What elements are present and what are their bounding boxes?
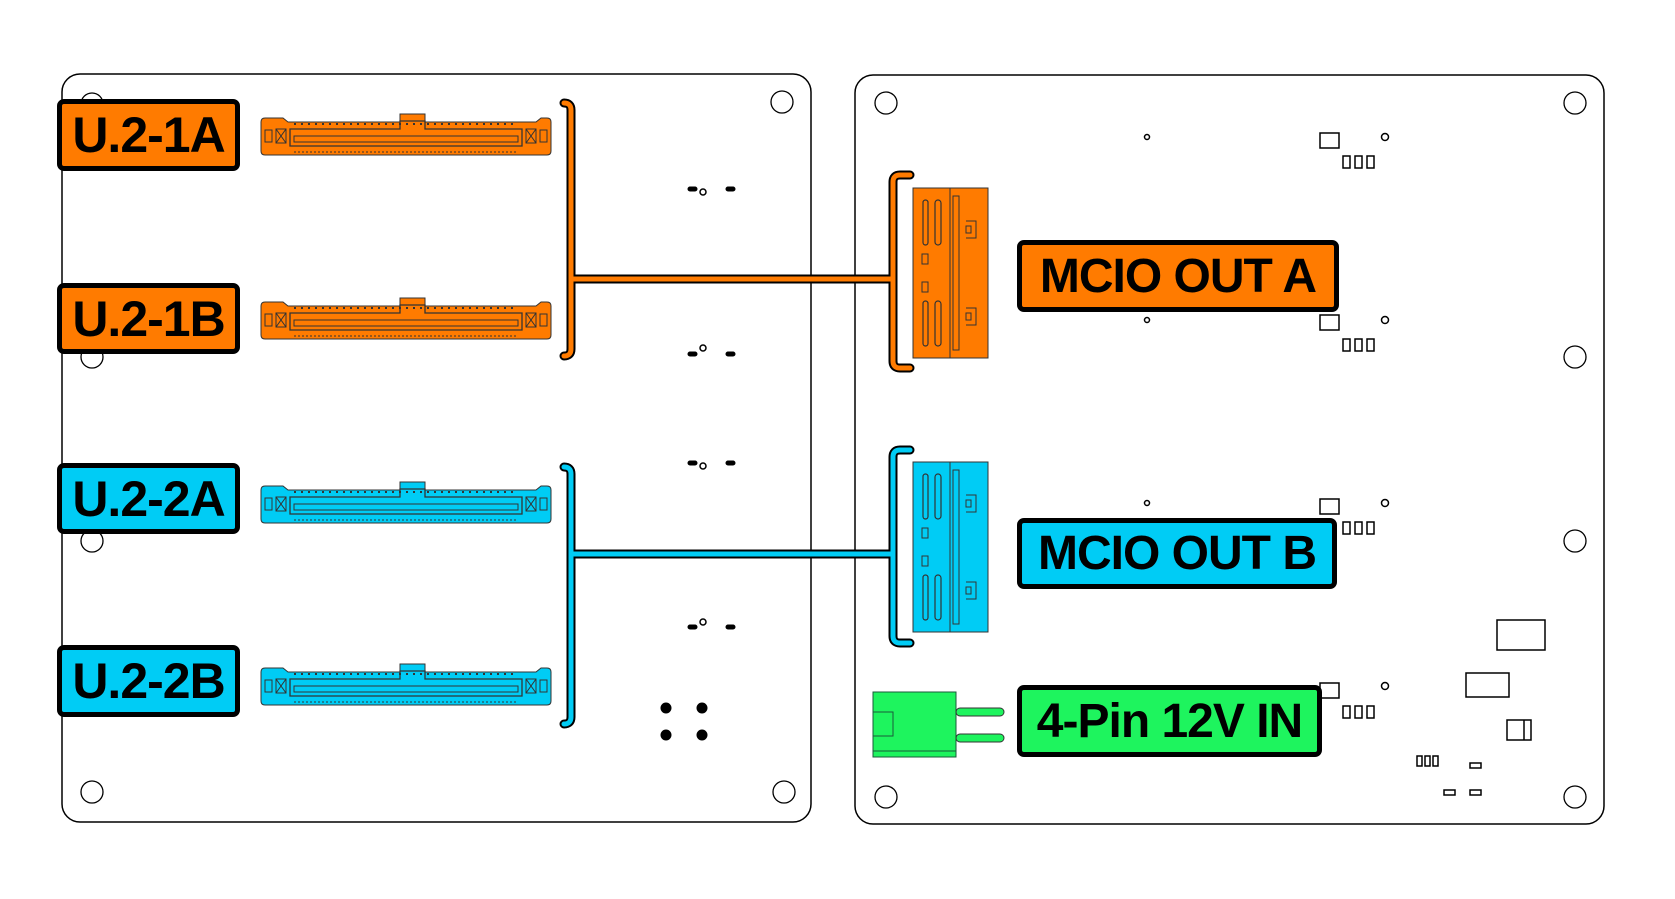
cable-group-a	[559, 98, 915, 373]
label-u2-2a: U.2-2A	[57, 463, 240, 534]
mounting-hole	[772, 780, 796, 804]
label-power-in: 4-Pin 12V IN	[1017, 685, 1322, 757]
label-u2-1b: U.2-1B	[57, 283, 240, 354]
mounting-hole	[80, 780, 104, 804]
power-connector	[872, 691, 1005, 758]
mcio-connector-a	[912, 187, 989, 359]
smd-components	[660, 186, 736, 741]
mounting-hole	[1563, 529, 1587, 553]
mounting-hole	[1563, 345, 1587, 369]
label-mcio-out-a: MCIO OUT A	[1017, 240, 1339, 312]
cable-group-b	[559, 445, 915, 729]
label-u2-1a: U.2-1A	[57, 99, 240, 171]
mounting-hole	[874, 785, 898, 809]
label-u2-2b: U.2-2B	[57, 645, 240, 717]
label-mcio-out-b: MCIO OUT B	[1017, 518, 1337, 589]
left-board	[61, 73, 812, 823]
mounting-hole	[770, 90, 794, 114]
mounting-hole	[1563, 785, 1587, 809]
mounting-hole	[874, 91, 898, 115]
mcio-connector-b	[912, 461, 989, 633]
mounting-hole	[1563, 91, 1587, 115]
